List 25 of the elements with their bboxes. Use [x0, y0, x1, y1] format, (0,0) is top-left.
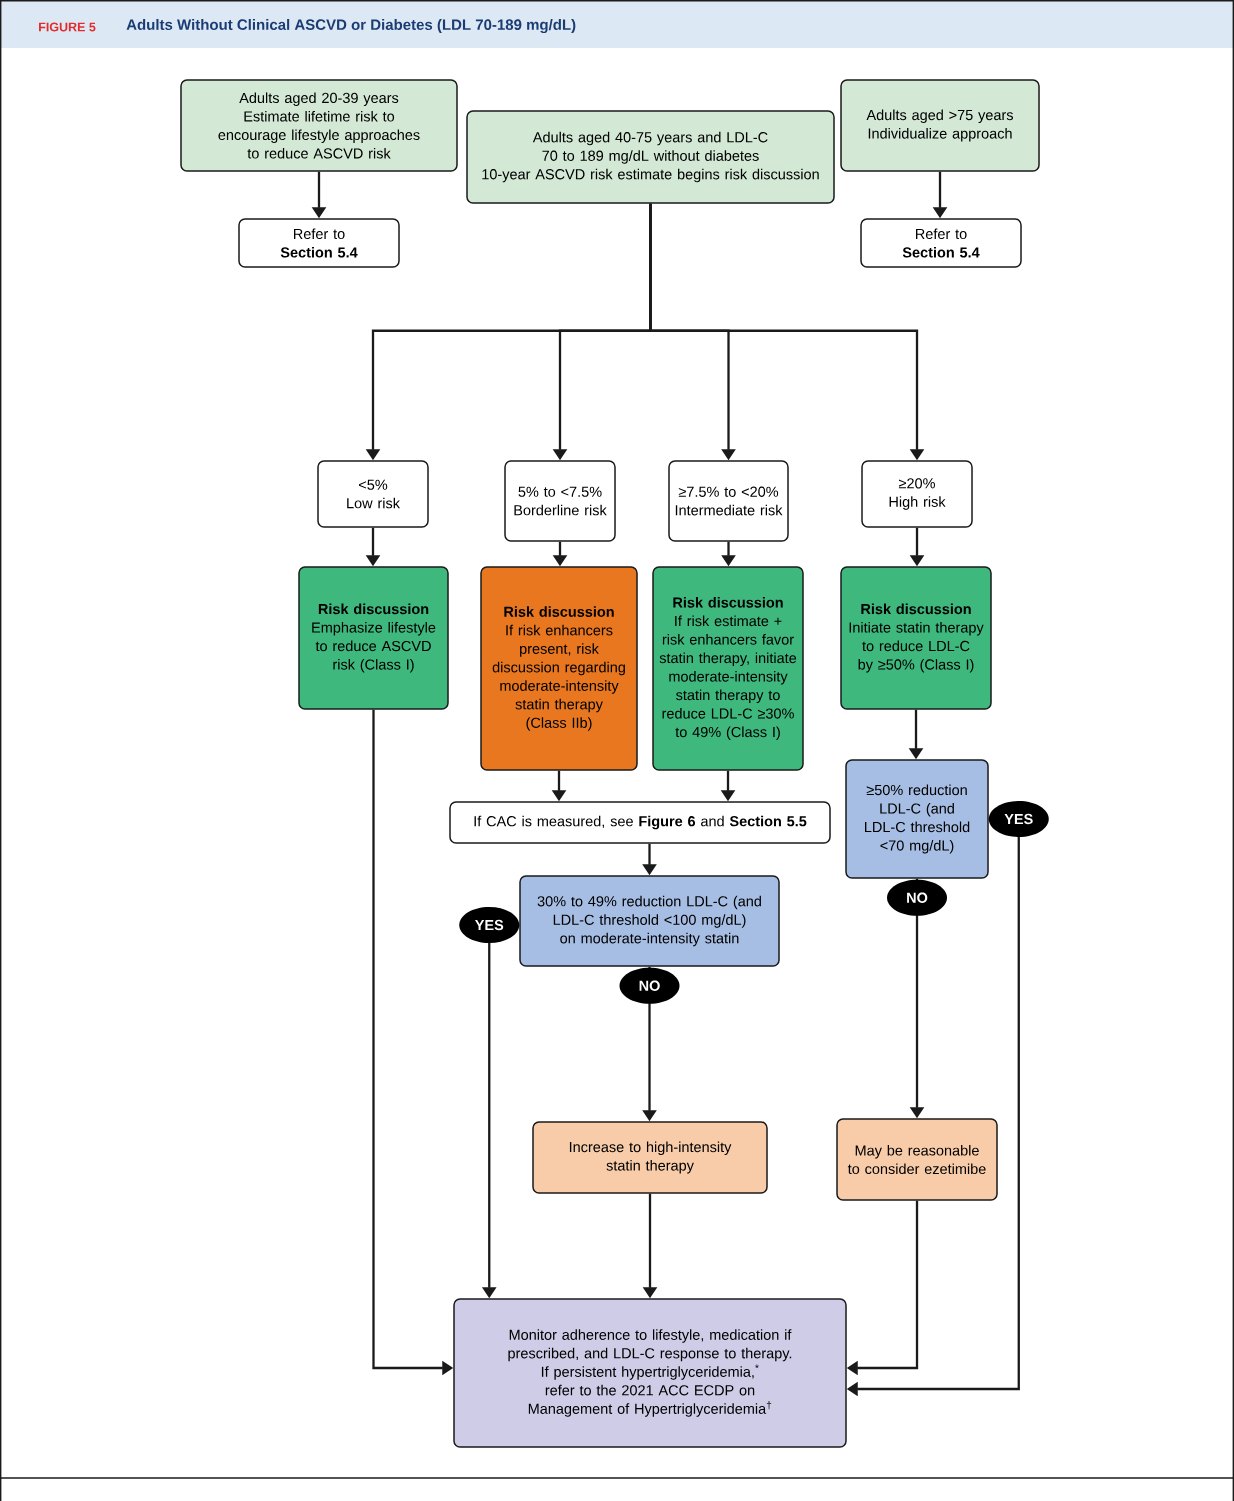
monitoring-box: Monitor adherence to lifestyle, medication if prescribed, and LDL-C response to therapy. If persistent hypertriglyceridemia,$^{*}$ refer to the 2021 ACC ECDP on Management of Hypertriglyceridemia$^{†}$: [453, 1298, 847, 1448]
edge-label: YES: [459, 907, 520, 943]
patient-group-box: Adults aged 20-39 years Estimate lifetime risk to encourage lifestyle approaches to reduce ASCVD risk: [180, 79, 458, 172]
action-box: Increase to high-intensity statin therapy: [532, 1121, 768, 1194]
edge-label: NO: [887, 879, 947, 916]
risk-category-box: 5% to <7.5% Borderline risk: [504, 460, 616, 542]
edge-label: YES: [988, 801, 1049, 837]
patient-group-box: Adults aged >75 years Individualize approach: [840, 79, 1040, 172]
figure-number: FIGURE 5: [39, 22, 96, 32]
risk-category-box: ≥7.5% to <20% Intermediate risk: [668, 460, 789, 542]
recommendation-box: Risk discussion If risk enhancers present, risk discussion regarding moderate-intensity statin therapy (Class IIb): [480, 566, 638, 771]
decision-box: 30% to 49% reduction LDL-C (and LDL-C threshold <100 mg/dL) on moderate-intensity statin: [519, 875, 780, 967]
recommendation-box: Risk discussion Emphasize lifestyle to reduce ASCVD risk (Class I): [298, 566, 449, 710]
edge-label: NO: [619, 967, 680, 1004]
decision-box: ≥50% reduction LDL-C (and LDL-C threshold <70 mg/dL): [845, 759, 989, 879]
risk-category-box: <5% Low risk: [317, 460, 429, 528]
recommendation-box: Risk discussion Initiate statin therapy to reduce LDL-C by ≥50% (Class I): [840, 566, 992, 710]
risk-category-box: ≥20% High risk: [861, 460, 973, 528]
reference-box: Refer to Section 5.4: [860, 218, 1022, 268]
reference-box: Refer to Section 5.4: [238, 218, 400, 268]
patient-group-box: Adults aged 40-75 years and LDL-C 70 to 189 mg/dL without diabetes 10-year ASCVD risk estimate begins risk discussion: [466, 110, 835, 204]
action-box: May be reasonable to consider ezetimibe: [836, 1118, 998, 1201]
recommendation-box: Risk discussion If risk estimate + risk enhancers favor statin therapy, initiate moderate-intensity statin therapy to reduce LDL-C ≥30% to 49% (Class I): [652, 566, 804, 771]
note-box: If CAC is measured, see Figure 6 and Section 5.5: [449, 801, 831, 844]
figure-title: Adults Without Clinical ASCVD or Diabetes (LDL 70-189 mg/dL): [126, 19, 576, 34]
